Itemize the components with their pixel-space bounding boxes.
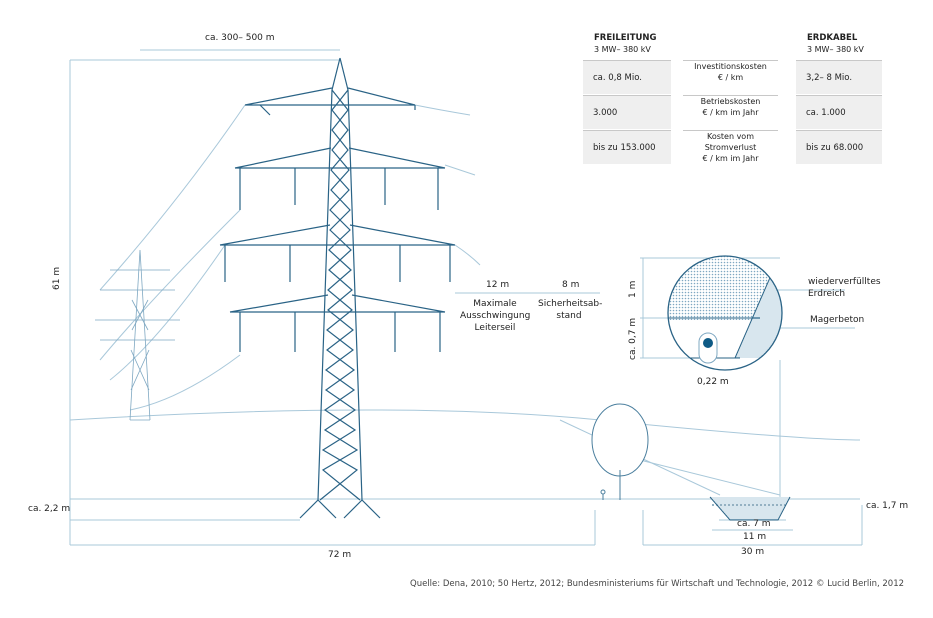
trench-bottom-label: ca. 7 m (737, 519, 771, 529)
overhead-loss: bis zu 153.000 (583, 130, 671, 164)
cable-trench (709, 496, 791, 521)
height-label: 61 m (52, 266, 62, 290)
safety-description: Sicherheitsab-stand (538, 299, 603, 321)
hill-line (69, 409, 861, 441)
corridor-label: 30 m (741, 547, 765, 557)
trench-top-label: 11 m (743, 532, 767, 542)
cable-icon (703, 338, 713, 348)
cable-invest: 3,2– 8 Mio. (796, 60, 882, 94)
trench-depth-label: ca. 1,7 m (866, 501, 909, 511)
cable-diameter-label: 0,22 m (697, 377, 729, 387)
cable-top-label: 1 m (628, 280, 638, 298)
tree-icon (591, 403, 649, 500)
concrete-label: Magerbeton (810, 315, 865, 325)
safety-label: 8 m (562, 280, 580, 290)
cable-detail-circle (667, 255, 783, 371)
row-label-operation: Betriebskosten€ / km im Jahr (683, 95, 778, 118)
swing-label: 12 m (486, 280, 510, 290)
distant-tower (95, 249, 180, 421)
cable-operation: ca. 1.000 (796, 95, 882, 129)
source-note: Quelle: Dena, 2010; 50 Hertz, 2012; Bund… (410, 579, 814, 589)
overhead-operation: 3.000 (583, 95, 671, 129)
span-label: ca. 300– 500 m (205, 33, 275, 43)
overhead-invest: ca. 0,8 Mio. (583, 60, 671, 94)
cable-loss: bis zu 68.000 (796, 130, 882, 164)
width-label: 72 m (328, 550, 352, 560)
row-label-invest: Investitionskosten€ / km (683, 60, 778, 83)
row-label-loss: Kosten vom Stromverlust€ / km im Jahr (683, 130, 778, 164)
main-tower (219, 57, 456, 519)
foundation-label: ca. 2,2 m (28, 504, 71, 514)
cable-bottom-label: ca. 0,7 m (628, 317, 638, 360)
copyright: © Lucid Berlin, 2012 (816, 579, 905, 589)
